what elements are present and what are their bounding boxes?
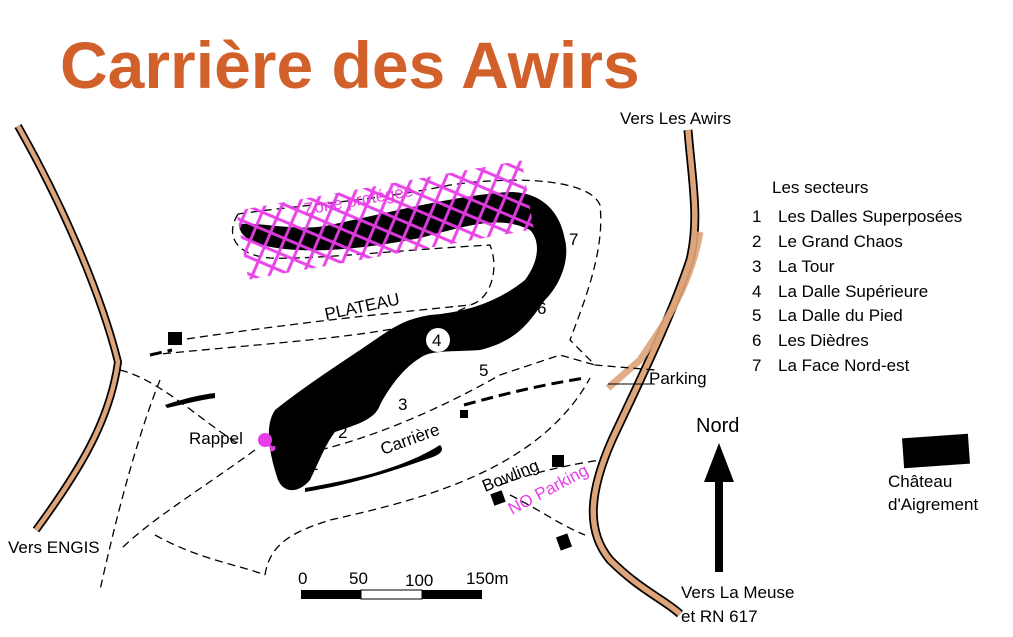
label-nord: Nord [696,415,739,437]
legend-item: 5 La Dalle du Pied [752,306,903,325]
sector-number-7: 7 [569,230,578,249]
legend-num: 3 [752,257,761,276]
rappel-icon [258,433,276,452]
road-engis [14,124,123,533]
cliff [165,192,567,492]
sector-number-1: 1 [309,455,318,474]
label-vers-la-meuse: Vers La Meuse [681,583,794,602]
label-vers-les-awirs: Vers Les Awirs [620,109,731,128]
legend-item: 3 La Tour [752,257,835,276]
legend-item: 7 La Face Nord-est [752,356,910,375]
legend-item: 1 Les Dalles Superposées [752,207,962,226]
scale-tick-50: 50 [349,569,368,588]
legend-num: 5 [752,306,761,325]
map-title: Carrière des Awirs [60,28,640,102]
legend-name: La Dalle du Pied [778,306,903,325]
road-awirs [588,129,704,618]
sector-number-5: 5 [479,361,488,380]
label-plateau: PLATEAU [323,289,402,323]
legend-num: 7 [752,356,761,375]
legend-item: 4 La Dalle Supérieure [752,282,928,301]
legend-name: Le Grand Chaos [778,232,903,251]
north-arrow-icon [704,443,734,572]
sector-4-circle [426,328,450,352]
sector-number-2: 2 [338,423,347,442]
legend-name: Les Dièdres [778,331,869,350]
legend-name: La Dalle Supérieure [778,282,928,301]
legend-num: 1 [752,207,761,226]
scale-tick-150: 150m [466,569,509,588]
label-aigrement: d'Aigrement [888,495,978,514]
sector-number-3: 3 [398,395,407,414]
scale-tick-100: 100 [405,571,433,590]
legend-title: Les secteurs [772,178,868,197]
legend-item: 6 Les Dièdres [752,331,869,350]
legend-num: 4 [752,282,761,301]
sector-number-6: 6 [537,299,546,318]
scale-bar: 0 50 100 150m [298,569,509,600]
legend-name: La Tour [778,257,835,276]
label-rappel: Rappel [189,429,243,448]
sector-number-4: 4 [432,331,441,350]
protected-zone-hatch [236,160,534,280]
buildings [168,332,970,551]
legend-num: 6 [752,331,761,350]
label-chateau: Château [888,472,952,491]
legend-name: Les Dalles Superposées [778,207,962,226]
legend-name: La Face Nord-est [778,356,910,375]
label-parking: Parking [649,369,707,388]
scale-tick-0: 0 [298,569,307,588]
label-vers-engis: Vers ENGIS [8,538,100,557]
label-rn617: et RN 617 [681,607,758,626]
legend-item: 2 Le Grand Chaos [752,232,903,251]
legend-num: 2 [752,232,761,251]
chateau-building [902,433,970,469]
